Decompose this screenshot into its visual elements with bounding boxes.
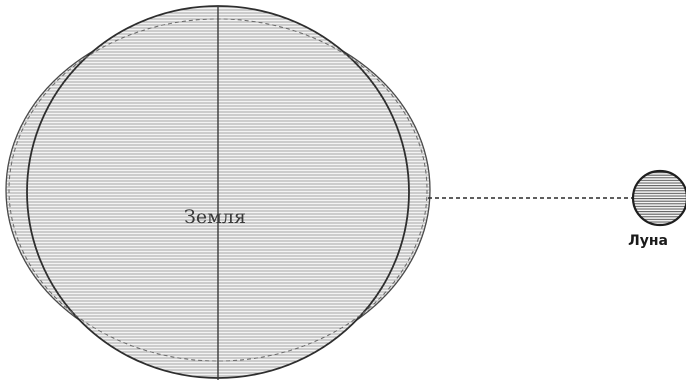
moon-circle (633, 171, 686, 225)
earth-label: Земля (184, 206, 246, 228)
moon-label: Луна (628, 233, 668, 249)
